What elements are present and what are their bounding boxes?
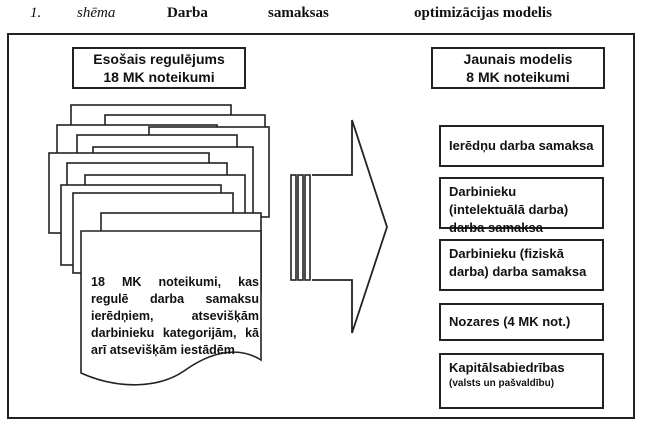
figure-caption: 1. shēma Darba samaksas optimizācijas mo… xyxy=(0,5,650,29)
regulation-description: 18 MK noteikumi, kas regulē darba samaks… xyxy=(91,275,259,357)
caption-title-word-3: optimizācijas modelis xyxy=(414,5,552,21)
model-box-label: Nozares (4 MK not.) xyxy=(449,314,571,329)
model-box-capital-companies: Kapitālsabiedrības (valsts un pašvaldību… xyxy=(439,353,604,409)
current-regulation-count: 18 MK noteikumi xyxy=(103,69,215,85)
transition-arrow xyxy=(312,119,388,334)
caption-title-word-1: Darba xyxy=(167,5,208,21)
new-model-count: 8 MK noteikumi xyxy=(466,69,570,85)
model-box-civil-servants: Ierēdņu darba samaksa xyxy=(439,125,604,167)
caption-title-word-2: samaksas xyxy=(268,5,329,21)
model-box-label: Kapitālsabiedrības xyxy=(449,360,565,375)
model-box-sectors: Nozares (4 MK not.) xyxy=(439,303,604,341)
model-box-label: Darbinieku (intelektuālā darba) darba sa… xyxy=(449,184,569,235)
model-box-label: Ierēdņu darba samaksa xyxy=(449,138,594,153)
caption-label: shēma xyxy=(77,5,116,21)
model-box-label: Darbinieku (fiziskā darba) darba samaksa xyxy=(449,246,587,279)
front-document xyxy=(80,230,262,386)
diagram-frame: Esošais regulējums 18 MK noteikumi Jauna… xyxy=(7,33,635,419)
new-model-title: Jaunais modelis xyxy=(463,51,573,67)
model-box-physical-work: Darbinieku (fiziskā darba) darba samaksa xyxy=(439,239,604,291)
connector-bar xyxy=(290,174,297,281)
connector-bar xyxy=(297,174,304,281)
diagram-graphics xyxy=(48,104,388,386)
connector-bar xyxy=(304,174,311,281)
current-regulation-title: Esošais regulējums xyxy=(93,51,225,67)
new-model-header: Jaunais modelis 8 MK noteikumi xyxy=(431,47,605,89)
caption-number: 1. xyxy=(30,5,42,21)
model-box-sublabel: (valsts un pašvaldību) xyxy=(449,378,555,389)
model-box-intellectual-work: Darbinieku (intelektuālā darba) darba sa… xyxy=(439,177,604,235)
current-regulation-header: Esošais regulējums 18 MK noteikumi xyxy=(72,47,246,89)
